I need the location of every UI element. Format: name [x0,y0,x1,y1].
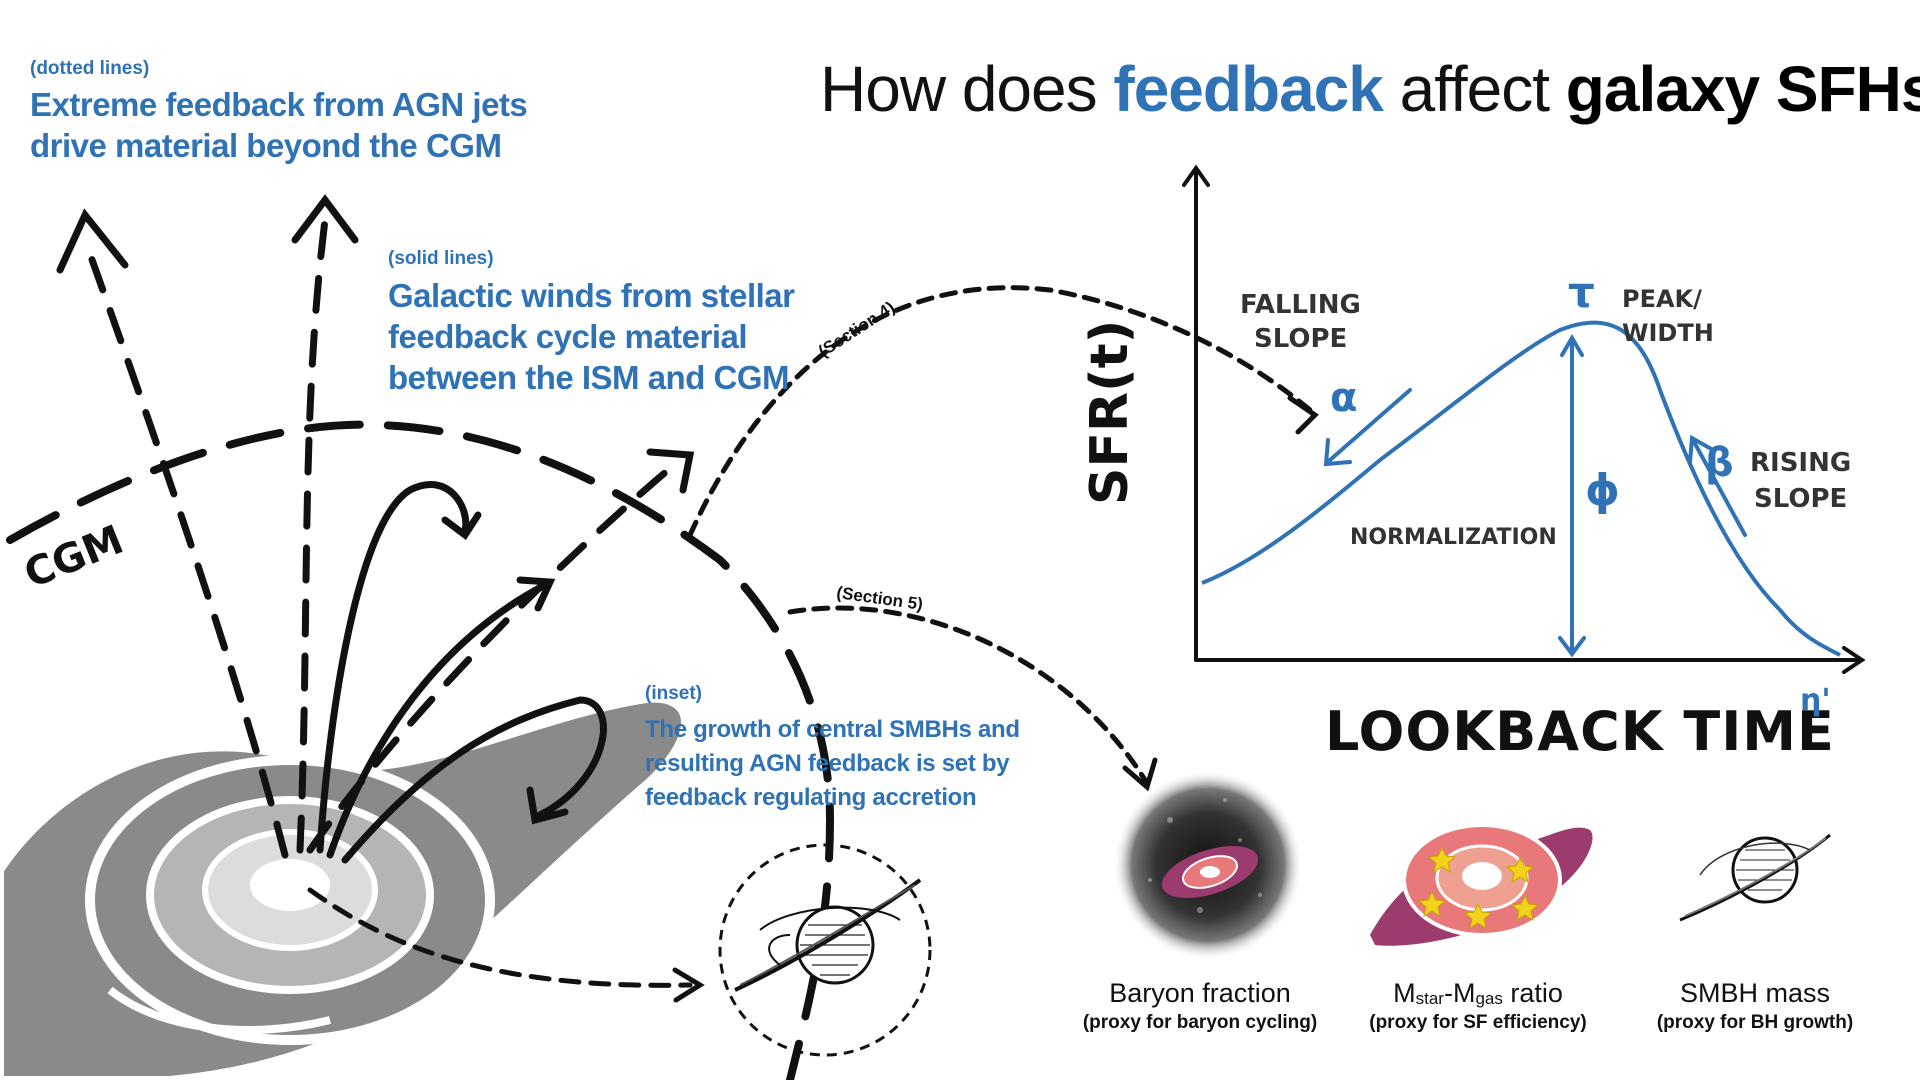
winds-line3: between the ISM and CGM [388,359,790,396]
rising-slope-label: RISING SLOPE [1750,445,1851,517]
sfh-ylabel: SFR(t) [1080,319,1140,505]
metric-smbh-sub: (proxy for BH growth) [1656,1012,1854,1033]
title-keyword-sfh: galaxy SFHs [1565,53,1920,125]
ratio-mid: -M [1443,978,1476,1008]
winds-line2: feedback cycle material [388,318,748,355]
metric-smbh-name: SMBH mass [1679,978,1831,1008]
to-inset-arrow [307,887,693,988]
sfh-axes [1182,164,1866,674]
sfh-xlabel: LOOKBACK TIME [1325,700,1835,763]
agn-line2: drive material beyond the CGM [30,127,502,164]
peak-width-label: PEAK/ WIDTH [1622,282,1714,350]
smbh-inset [718,843,932,1057]
title-keyword-feedback: feedback [1113,53,1383,125]
metric-ratio-name: Mstar-Mgas ratio [1328,978,1628,1009]
ratio-tail: ratio [1502,978,1563,1008]
inset-line2: resulting AGN feedback is set by [645,750,1010,777]
section4-arrow [687,285,1313,538]
agn-tag: (dotted lines) [30,58,150,79]
rising-line2: SLOPE [1754,484,1848,514]
smbh-mass-icon [1679,833,1831,922]
winds-description: Galactic winds from stellar feedback cyc… [388,275,795,398]
metric-baryon-name: Baryon fraction [1109,978,1291,1008]
alpha-arrow [1328,388,1412,462]
stellar-gas-galaxy-icon [1370,823,1593,946]
alpha-symbol: α [1330,375,1358,421]
winds-line1: Galactic winds from stellar [388,277,795,314]
section5-arrow [787,605,1148,783]
rising-line1: RISING [1750,448,1852,478]
metric-ratio-sub: (proxy for SF efficiency) [1369,1012,1587,1033]
beta-arrow [1691,438,1747,537]
tau-symbol: τ [1568,268,1595,317]
ratio-m1: M [1393,978,1416,1008]
phi-symbol: ϕ [1585,465,1621,516]
normalization-label: NORMALIZATION [1350,525,1557,550]
beta-symbol: β [1705,440,1734,486]
title-part1: How does [820,53,1114,125]
falling-slope-label: FALLING SLOPE [1240,288,1361,356]
peak-line2: WIDTH [1622,319,1714,347]
peak-line1: PEAK/ [1622,285,1702,313]
title-part2: affect [1382,53,1566,125]
falling-line1: FALLING [1240,290,1361,320]
ratio-sub-gas: gas [1475,989,1503,1008]
metric-baryon-sub: (proxy for baryon cycling) [1082,1012,1318,1033]
inset-line3: feedback regulating accretion [645,784,977,811]
page-title: How does feedback affect galaxy SFHs? [820,52,1920,126]
ratio-sub-star: star [1415,989,1444,1008]
winds-tag: (solid lines) [388,248,494,269]
inset-tag: (inset) [645,683,702,704]
phi-arrow [1558,334,1586,658]
sfh-curve [1201,320,1841,657]
galactic-disk [0,694,689,1080]
cgm-boundary [6,420,835,1080]
stellar-winds [316,481,607,864]
baryon-halo-icon [1113,770,1303,960]
inset-line1: The growth of central SMBHs and [645,716,1020,743]
inset-description: The growth of central SMBHs and resultin… [645,713,1020,815]
eta-symbol: η' [1800,683,1831,718]
falling-line2: SLOPE [1254,324,1348,354]
agn-description: Extreme feedback from AGN jets drive mat… [30,84,528,166]
agn-line1: Extreme feedback from AGN jets [30,86,528,123]
